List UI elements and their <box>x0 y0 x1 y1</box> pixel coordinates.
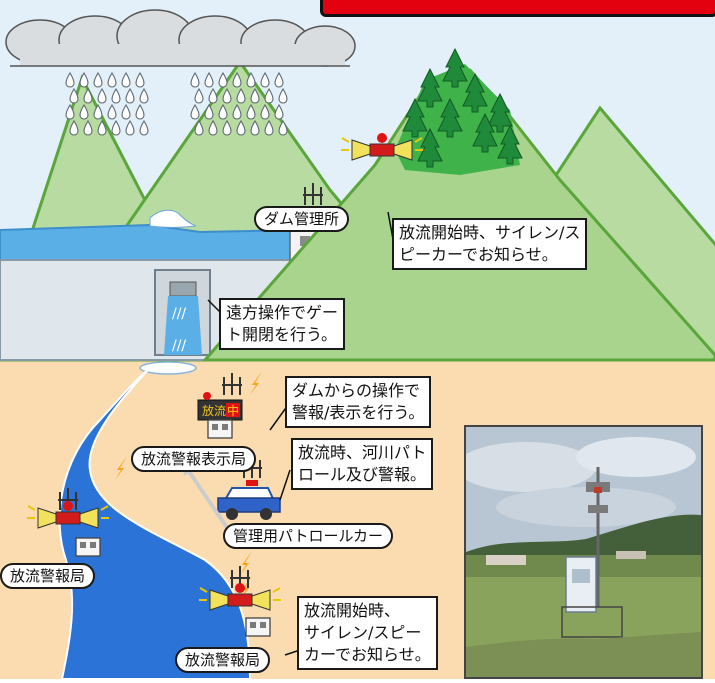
patrol-car-label: 管理用パトロールカー <box>223 523 394 549</box>
display-station-label: 放流警報表示局 <box>131 446 257 472</box>
title-banner <box>320 0 715 17</box>
siren-top-note: 放流開始時、サイレン/ス ピーカーでお知らせ。 <box>392 218 588 270</box>
patrol-note: 放流時、河川パト ロール及び警報。 <box>291 438 434 490</box>
remote-gate-note: 遠方操作でゲー ト開閉を行う。 <box>219 298 346 350</box>
siren-bottom-note: 放流開始時、 サイレン/スピー カーでお知らせ。 <box>297 596 438 670</box>
bottom-alarm-station-label: 放流警報局 <box>175 647 271 673</box>
dam-office-label: ダム管理所 <box>254 206 350 232</box>
left-alarm-station-label: 放流警報局 <box>0 563 96 589</box>
display-station-icon: 放流 中 <box>197 372 243 439</box>
svg-text:放流: 放流 <box>202 403 226 418</box>
spillway <box>164 296 202 355</box>
svg-text:///: /// <box>172 338 186 354</box>
patrol-car-icon <box>217 455 281 520</box>
rain-cloud <box>5 9 356 67</box>
svg-text:///: /// <box>172 306 186 322</box>
alarm-station-photo <box>464 425 703 679</box>
dam-operation-note: ダムからの操作で 警報/表示を行う。 <box>285 376 432 428</box>
svg-text:中: 中 <box>227 403 239 418</box>
